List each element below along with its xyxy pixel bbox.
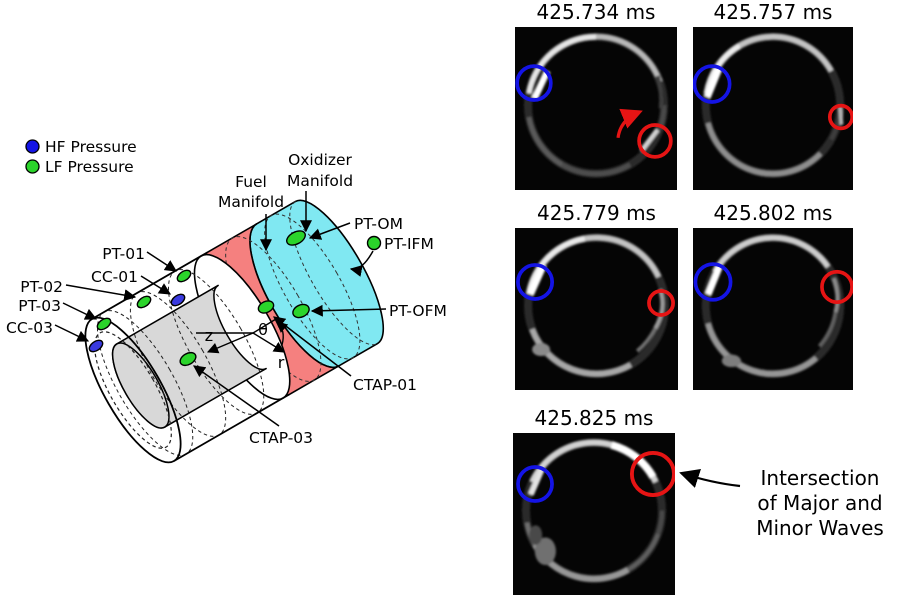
lf-pressure-label: LF Pressure [45, 158, 134, 176]
intersection-arrow-line [679, 469, 741, 488]
blue-wave-circle [693, 64, 732, 104]
blue-wave-circle [516, 263, 555, 301]
frame-background [693, 228, 853, 390]
cc-03-label: CC-03 [6, 319, 53, 337]
pt-01-label: PT-01 [102, 245, 145, 263]
red-wave-circle [637, 123, 673, 159]
pt-ofm-label: PT-OFM [389, 302, 447, 320]
z-axis-arrow [206, 332, 254, 354]
pt-01-leader [146, 251, 178, 272]
frame-3: 425.779 ms [515, 201, 678, 390]
frame-4: 425.802 ms [693, 201, 853, 390]
detonation-ring [701, 233, 845, 378]
axis-r-label: r [278, 353, 285, 372]
sensor-pt-01 [176, 269, 192, 283]
frame-2-timestamp: 425.757 ms [713, 0, 833, 24]
cc-01-label: CC-01 [91, 268, 138, 286]
red-wave-circle [629, 450, 675, 497]
detonation-ring [523, 32, 669, 178]
sensor-pt-02 [136, 295, 152, 309]
pt-02-label: PT-02 [20, 278, 63, 296]
frame-1-timestamp: 425.734 ms [536, 0, 656, 24]
frame-background [515, 228, 678, 390]
wave-image-frame-5 [513, 433, 675, 595]
pt-ofm-leader [310, 304, 387, 317]
combustor-cylinder [84, 199, 385, 464]
pt-ifm-label: PT-IFM [384, 235, 434, 253]
chamber-silhouette [91, 251, 290, 462]
frame-5: 425.825 ms [513, 406, 675, 595]
ctap-03-leader [193, 365, 280, 427]
pt-om-leader [308, 222, 351, 240]
legend: HF Pressure LF Pressure [25, 138, 137, 176]
sensor-pt-03 [96, 317, 112, 331]
hf-pressure-label: HF Pressure [45, 138, 137, 156]
sensor-cc-01 [170, 293, 186, 307]
sensor-cc-03 [88, 339, 104, 353]
pt-02-leader [65, 284, 137, 302]
sensor-pt-om [286, 230, 306, 246]
cc-03-leader [54, 324, 90, 342]
annotation-line-2: of Major and [757, 491, 883, 515]
ctap-01-label: CTAP-01 [353, 376, 417, 394]
cap-hidden-edge [289, 201, 378, 346]
pt-om-label: PT-OM [354, 215, 403, 233]
wedge-line-up [252, 318, 277, 334]
red-wave-circle [820, 269, 853, 305]
leader-arrows [54, 191, 387, 427]
sensor-pt-ofm [292, 303, 310, 319]
frame-1: 425.734 ms [515, 0, 677, 190]
sensor-pt-ifm [366, 235, 382, 251]
red-wave-circle [827, 103, 853, 131]
blue-wave-circle [515, 64, 553, 102]
lf-pressure-dot-icon [25, 159, 40, 174]
blue-wave-circle [693, 262, 733, 302]
r-axis-arrow [252, 332, 285, 353]
combustor-schematic: z θ r [6, 138, 447, 464]
red-wave-circle [647, 289, 675, 317]
oxidizer-manifold-label-1: Oxidizer [288, 151, 352, 169]
intersection-arrow [679, 469, 741, 488]
frame-background [515, 27, 677, 190]
detonation-ring [523, 233, 670, 378]
hf-pressure-dot-icon [25, 139, 40, 154]
frame-background [693, 27, 853, 190]
annotation-line-1: Intersection [760, 466, 880, 490]
wave-image-frame-3 [515, 228, 678, 390]
wave-image-frame-4 [693, 228, 853, 390]
annotation-line-3: Minor Waves [756, 516, 884, 540]
frame-background [513, 433, 675, 595]
frame-4-timestamp: 425.802 ms [713, 201, 833, 225]
axis-theta-label: θ [258, 320, 268, 339]
frame-3-timestamp: 425.779 ms [537, 201, 656, 225]
frame-5-timestamp: 425.825 ms [534, 406, 654, 430]
blue-wave-circle [516, 465, 554, 503]
centerbody-front-face [111, 342, 170, 429]
chamber-bore-edge [94, 331, 172, 449]
pt-ifm-leader [349, 250, 374, 277]
fuel-manifold-label-2: Manifold [218, 193, 284, 211]
frame-2: 425.757 ms [693, 0, 853, 190]
cc-01-leader [140, 275, 172, 295]
axis-z-label: z [205, 326, 213, 345]
pt-03-leader [62, 302, 98, 320]
fuel-manifold-label-1: Fuel [235, 173, 267, 191]
ctap-01-leader [273, 316, 352, 377]
wave-image-frame-2 [693, 27, 853, 190]
oxidizer-station-line [264, 213, 361, 360]
sensors [88, 230, 382, 367]
sensor-ctap-01 [257, 300, 275, 314]
pt-03-label: PT-03 [18, 297, 61, 315]
intersection-annotation: Intersection of Major and Minor Waves [735, 466, 900, 541]
wave-image-frame-1 [515, 27, 677, 190]
rotation-direction-arrow [616, 108, 643, 139]
ctap-03-label: CTAP-03 [249, 429, 313, 447]
detonation-ring [521, 438, 667, 583]
sensor-ctap-03 [179, 351, 197, 367]
oxidizer-manifold-label-2: Manifold [287, 172, 353, 190]
